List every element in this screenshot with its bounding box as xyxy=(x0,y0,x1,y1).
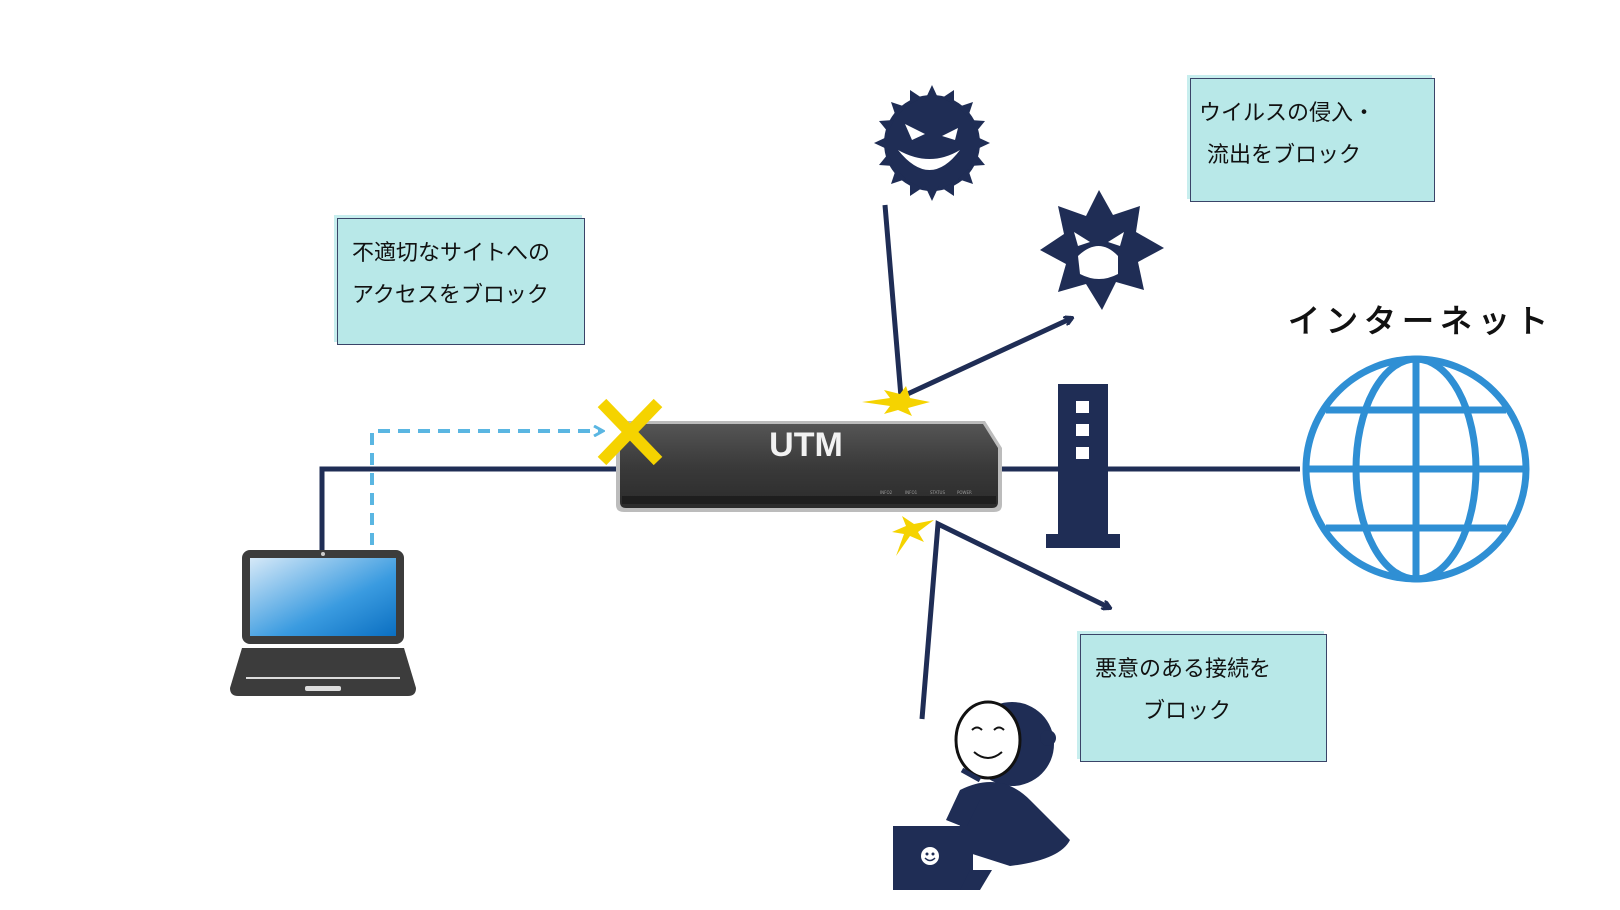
svg-text:POWER: POWER xyxy=(957,490,972,495)
block-x-icon xyxy=(597,398,663,466)
svg-text:INFO2: INFO2 xyxy=(880,490,893,495)
callout-line: 不適切なサイトへの xyxy=(352,241,551,266)
globe-icon xyxy=(1302,355,1530,583)
malware-icon xyxy=(1040,190,1164,310)
callout-virus: ウイルスの侵入・ 流出をブロック xyxy=(1190,78,1435,202)
callout-malicious: 悪意のある接続を ブロック xyxy=(1080,634,1327,762)
blocked-access-path xyxy=(370,431,602,545)
callout-line: ウイルスの侵入・ xyxy=(1199,101,1376,126)
utm-label: UTM xyxy=(769,426,843,464)
router-tower-icon xyxy=(1046,384,1120,548)
callout-line: アクセスをブロック xyxy=(352,283,549,308)
svg-text:INFO1: INFO1 xyxy=(905,490,918,495)
svg-text:STATUS: STATUS xyxy=(930,490,945,495)
callout-line: ブロック xyxy=(1143,699,1232,724)
utm-device: INFO2 INFO1 STATUS POWER xyxy=(616,421,1002,512)
internet-label: インターネット xyxy=(1288,302,1555,340)
virus-icon xyxy=(874,85,990,201)
laptop-icon xyxy=(230,550,416,696)
spark-icon xyxy=(862,386,934,556)
callout-inappropriate-sites: 不適切なサイトへの アクセスをブロック xyxy=(337,218,585,345)
hacker-icon xyxy=(893,700,1070,890)
network-line xyxy=(319,466,1300,550)
callout-line: 悪意のある接続を xyxy=(1095,657,1272,682)
callout-line: 流出をブロック xyxy=(1207,143,1362,168)
